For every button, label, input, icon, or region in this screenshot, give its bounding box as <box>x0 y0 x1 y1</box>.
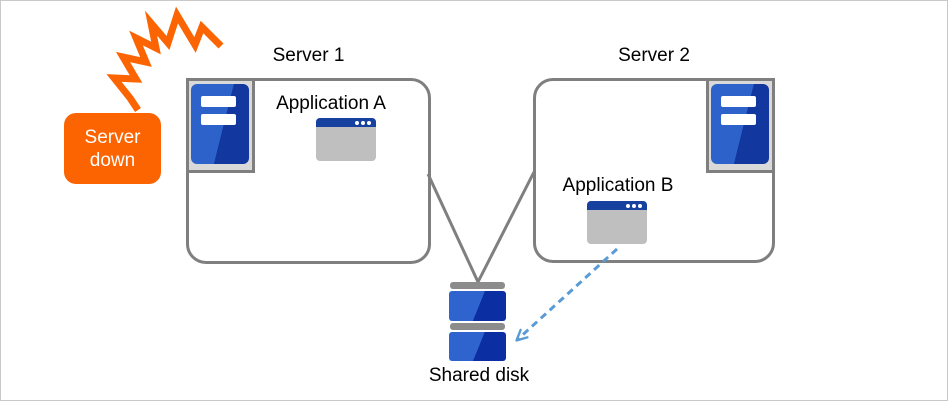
tower-slot <box>721 96 756 107</box>
app-window-buttons <box>626 204 642 208</box>
app-window-icon <box>316 118 376 161</box>
tower-slot <box>201 114 236 125</box>
disk-cap <box>450 323 505 330</box>
server1-title: Server 1 <box>272 45 345 66</box>
app-window-buttons <box>355 121 371 125</box>
shared-disk-stack-icon <box>449 282 506 361</box>
server-tower-icon <box>186 78 255 173</box>
server-down-badge-text: Server down <box>84 126 141 171</box>
window-dot-icon <box>361 121 365 125</box>
tower-chassis <box>711 84 769 164</box>
app-window-titlebar <box>587 201 647 210</box>
server1-to-disk-line <box>426 173 480 283</box>
server-tower-icon <box>706 78 775 173</box>
window-dot-icon <box>367 121 371 125</box>
server2-to-disk-line <box>476 171 536 283</box>
tower-slot <box>721 114 756 125</box>
app-window-icon <box>587 201 647 244</box>
server2-title: Server 2 <box>618 45 690 66</box>
disk-platter <box>449 332 506 361</box>
disk-platter <box>449 291 506 321</box>
window-dot-icon <box>638 204 642 208</box>
application-b-label: Application B <box>562 175 674 196</box>
server-down-badge: Server down <box>64 113 161 184</box>
shared-disk-label: Shared disk <box>428 365 530 386</box>
tower-slot <box>201 96 236 107</box>
disk-cap <box>450 282 505 289</box>
application-a-label: Application A <box>276 93 386 114</box>
window-dot-icon <box>626 204 630 208</box>
window-dot-icon <box>355 121 359 125</box>
window-dot-icon <box>632 204 636 208</box>
tower-chassis <box>191 84 249 164</box>
app-window-titlebar <box>316 118 376 127</box>
